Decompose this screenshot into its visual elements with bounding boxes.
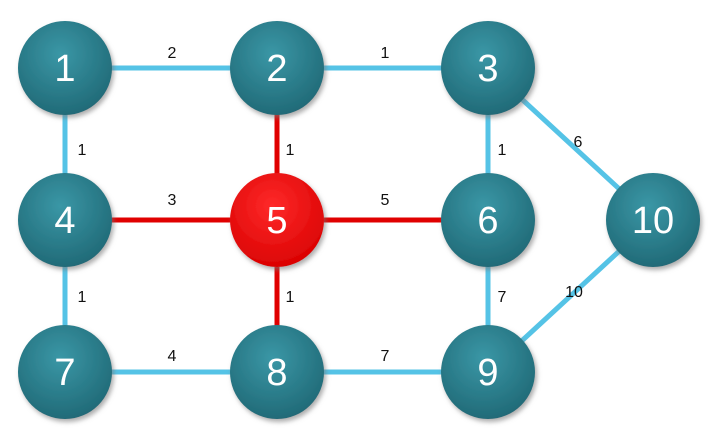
node-label-9: 9 [477, 352, 498, 394]
edge-weight-labels: 2 1 1 1 1 6 3 5 1 1 7 4 7 10 [78, 45, 583, 365]
node-3: 3 [441, 21, 535, 115]
node-label-5: 5 [266, 200, 287, 242]
node-10: 10 [606, 173, 700, 267]
node-label-4: 4 [54, 200, 75, 242]
node-label-3: 3 [477, 48, 498, 90]
edge-weight-9-10: 10 [565, 284, 583, 301]
edge-weight-5-8: 1 [286, 289, 295, 306]
node-circle-5 [230, 173, 324, 267]
edge-weight-7-8: 4 [168, 348, 177, 365]
node-8: 8 [230, 325, 324, 419]
node-circle-6 [441, 173, 535, 267]
node-circle-2 [230, 21, 324, 115]
node-circle-10 [606, 173, 700, 267]
node-circle-1 [18, 21, 112, 115]
edge-weight-5-6: 5 [381, 192, 390, 209]
node-label-8: 8 [266, 352, 287, 394]
edge-weight-3-6: 1 [498, 142, 507, 159]
nodes-layer: 1 2 3 4 5 6 7 8 9 10 [18, 21, 700, 419]
node-circle-3 [441, 21, 535, 115]
edge-weight-2-5: 1 [286, 142, 295, 159]
node-circle-7 [18, 325, 112, 419]
edge-weight-4-7: 1 [78, 289, 87, 306]
node-4: 4 [18, 173, 112, 267]
node-label-1: 1 [54, 48, 75, 90]
edge-weight-1-2: 2 [168, 45, 177, 62]
edge-weight-8-9: 7 [381, 348, 390, 365]
edge-weight-1-4: 1 [78, 142, 87, 159]
node-7: 7 [18, 325, 112, 419]
node-circle-4 [18, 173, 112, 267]
node-label-6: 6 [477, 200, 498, 242]
node-6: 6 [441, 173, 535, 267]
node-label-7: 7 [54, 352, 75, 394]
node-2: 2 [230, 21, 324, 115]
edge-weight-4-5: 3 [168, 192, 177, 209]
edge-weight-2-3: 1 [381, 45, 390, 62]
node-5: 5 [230, 173, 324, 267]
node-9: 9 [441, 325, 535, 419]
edges-layer [62, 65, 655, 375]
node-circle-8 [230, 325, 324, 419]
node-label-10: 10 [632, 200, 674, 242]
node-1: 1 [18, 21, 112, 115]
node-circle-9 [441, 325, 535, 419]
edge-weight-6-9: 7 [498, 289, 507, 306]
node-label-2: 2 [266, 48, 287, 90]
edge-weight-3-10: 6 [574, 134, 583, 151]
